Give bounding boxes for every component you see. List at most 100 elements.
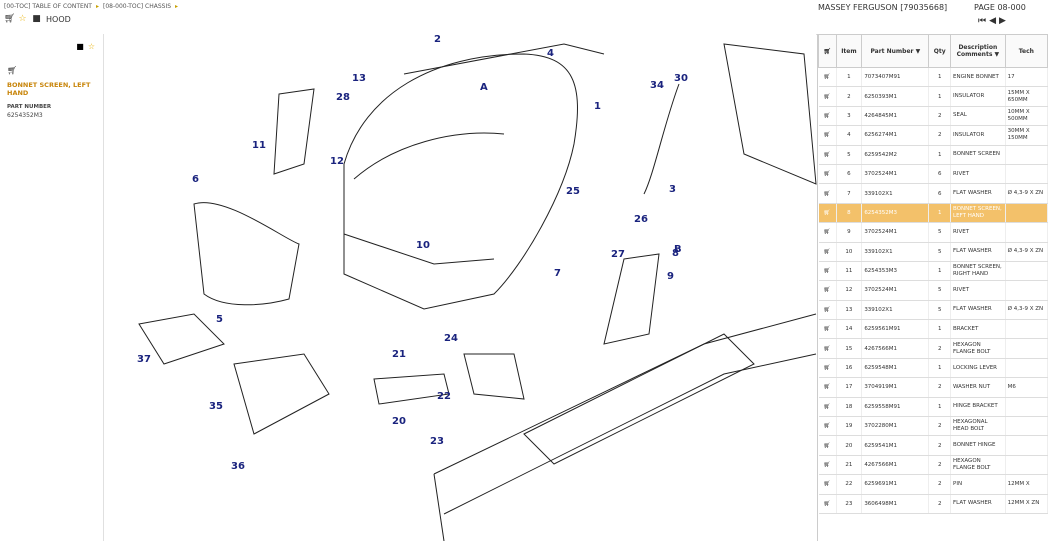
comment-icon[interactable]: ■ [76, 42, 84, 51]
cart-icon[interactable]: 🛒︎ [818, 222, 837, 243]
cart-icon[interactable]: 🛒︎ [818, 338, 837, 359]
callout-3[interactable]: 3 [669, 184, 676, 195]
callout-28[interactable]: 28 [336, 92, 350, 103]
callout-b[interactable]: B [674, 244, 682, 255]
part-number-cell[interactable]: 6254353M3 [861, 261, 930, 282]
part-number-cell[interactable]: 6259558M91 [861, 397, 930, 418]
callout-26[interactable]: 26 [634, 214, 648, 225]
cart-icon[interactable]: 🛒︎ [818, 261, 837, 282]
part-number-cell[interactable]: 6259541M1 [861, 435, 930, 456]
star-icon[interactable]: ☆ [87, 42, 95, 51]
part-number-cell[interactable]: 3704919M1 [861, 377, 930, 398]
part-number-cell[interactable]: 339102X1 [861, 242, 930, 262]
callout-5[interactable]: 5 [216, 314, 223, 325]
callout-11[interactable]: 11 [252, 140, 266, 151]
filter-icon[interactable]: ▼ [915, 47, 921, 55]
cart-icon[interactable]: 🛒︎ [818, 494, 837, 514]
part-number-cell[interactable]: 6250393M1 [861, 86, 930, 107]
callout-4[interactable]: 4 [547, 48, 554, 59]
callout-a[interactable]: A [480, 82, 488, 93]
first-page-icon[interactable]: ⏮ [978, 16, 987, 26]
cart-icon[interactable]: 🛒︎ [818, 474, 837, 495]
header-qty[interactable]: Qty [928, 34, 952, 68]
callout-20[interactable]: 20 [392, 416, 406, 427]
part-number-cell[interactable]: 7073407M91 [861, 67, 930, 88]
breadcrumb-chassis[interactable]: [08-000-TOC] CHASSIS [102, 3, 172, 10]
callout-10[interactable]: 10 [416, 240, 430, 251]
part-number-cell[interactable]: 6259561M91 [861, 319, 930, 340]
header-tech[interactable]: Tech [1004, 34, 1048, 68]
part-number-cell[interactable]: 6259691M1 [861, 474, 930, 495]
callout-34[interactable]: 34 [650, 80, 664, 91]
comment-icon[interactable]: ■ [32, 14, 41, 24]
part-number-cell[interactable]: 4267566M1 [861, 455, 930, 476]
cart-icon[interactable]: 🛒︎ [818, 242, 837, 262]
part-number-cell[interactable]: 3702524M1 [861, 280, 930, 301]
callout-35[interactable]: 35 [209, 401, 223, 412]
cart-icon[interactable]: 🛒︎ [818, 145, 837, 165]
cart-icon[interactable]: 🛒︎ [818, 183, 837, 204]
filter-icon[interactable]: ▼ [994, 51, 1000, 58]
cart-icon[interactable]: 🛒︎ [818, 164, 837, 185]
part-number-cell[interactable]: 339102X1 [861, 300, 930, 321]
part-number-cell[interactable]: 339102X1 [861, 183, 930, 204]
breadcrumb-toc[interactable]: [00-TOC] TABLE OF CONTENT [4, 3, 92, 10]
callout-23[interactable]: 23 [430, 436, 444, 447]
callout-21[interactable]: 21 [392, 349, 406, 360]
cart-icon[interactable]: 🛒︎ [818, 397, 837, 418]
cart-icon[interactable]: 🛒︎ [818, 435, 837, 456]
cart-icon[interactable]: 🛒︎ [818, 203, 837, 224]
callout-8[interactable]: 8 [672, 248, 679, 259]
cart-icon[interactable]: 🛒︎ [4, 14, 16, 24]
part-number-cell[interactable]: 6256274M1 [861, 125, 930, 146]
cart-icon[interactable]: 🛒︎ [7, 66, 18, 75]
cart-icon[interactable]: 🛒︎ [818, 125, 837, 146]
cart-icon[interactable]: 🛒︎ [818, 300, 837, 321]
callout-36[interactable]: 36 [231, 461, 245, 472]
part-number-cell[interactable]: 6259542M2 [861, 145, 930, 165]
callout-27[interactable]: 27 [611, 249, 625, 260]
callout-2[interactable]: 2 [434, 34, 441, 45]
part-number-cell[interactable]: 3606498M1 [861, 494, 930, 514]
header-part-number[interactable]: Part Number ▼ [861, 34, 930, 68]
cart-icon[interactable]: 🛒︎ [818, 319, 837, 340]
callout-37[interactable]: 37 [137, 354, 151, 365]
star-icon[interactable]: ☆ [18, 14, 27, 24]
next-page-icon[interactable]: ▶ [999, 16, 1006, 26]
part-number-cell[interactable]: 6259548M1 [861, 358, 930, 379]
cart-icon[interactable]: 🛒︎ [818, 86, 837, 107]
part-number-cell[interactable]: 6254352M3 [861, 203, 930, 224]
callout-13[interactable]: 13 [352, 73, 366, 84]
callout-6[interactable]: 6 [192, 174, 199, 185]
part-number-cell[interactable]: 3702280M1 [861, 416, 930, 437]
header-item[interactable]: Item [835, 34, 863, 68]
cart-icon[interactable]: 🛒︎ [818, 280, 837, 301]
callout-24[interactable]: 24 [444, 333, 458, 344]
callout-12[interactable]: 12 [330, 156, 344, 167]
cart-icon[interactable]: 🛒︎ [818, 455, 837, 476]
callout-1[interactable]: 1 [594, 101, 601, 112]
cart-icon[interactable]: 🛒︎ [818, 358, 837, 379]
prev-page-icon[interactable]: ◀ [989, 16, 997, 26]
part-number-cell[interactable]: 4267566M1 [861, 338, 930, 359]
cart-icon[interactable]: 🛒︎ [818, 416, 837, 437]
